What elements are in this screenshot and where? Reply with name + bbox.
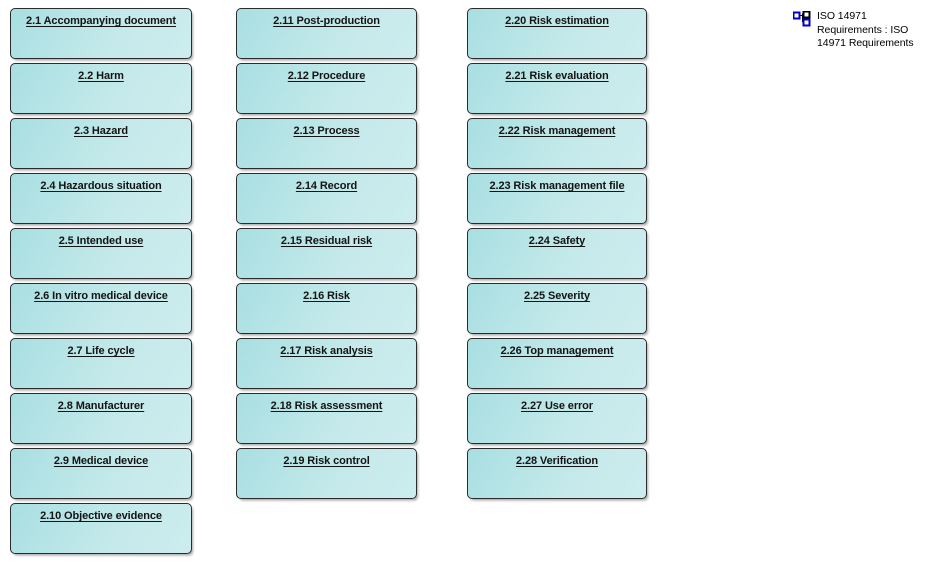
node-label: 2.4 Hazardous situation [40, 180, 162, 192]
node-label: 2.25 Severity [524, 290, 590, 302]
node-box[interactable]: 2.21 Risk evaluation [467, 63, 647, 114]
node-box[interactable]: 2.7 Life cycle [10, 338, 192, 389]
node-label: 2.5 Intended use [58, 235, 144, 247]
node-label: 2.16 Risk [303, 290, 350, 302]
node-label: 2.26 Top management [500, 345, 614, 357]
node-box[interactable]: 2.26 Top management [467, 338, 647, 389]
node-label: 2.11 Post-production [273, 15, 380, 27]
node-label: 2.2 Harm [78, 70, 124, 82]
node-column-1: 2.1 Accompanying document 2.2 Harm 2.3 H… [10, 8, 192, 558]
node-box[interactable]: 2.12 Procedure [236, 63, 417, 114]
node-label: 2.21 Risk evaluation [505, 70, 609, 82]
node-label: 2.6 In vitro medical device [34, 290, 168, 302]
node-box[interactable]: 2.18 Risk assessment [236, 393, 417, 444]
node-box[interactable]: 2.19 Risk control [236, 448, 417, 499]
node-label: 2.10 Objective evidence [40, 510, 162, 522]
package-legend: ISO 14971 Requirements : ISO 14971 Requi… [792, 10, 923, 51]
node-label: 2.18 Risk assessment [270, 400, 383, 412]
node-column-2: 2.11 Post-production 2.12 Procedure 2.13… [236, 8, 417, 503]
node-label: 2.14 Record [295, 180, 358, 192]
node-label: 2.22 Risk management [498, 125, 616, 137]
node-label: 2.17 Risk analysis [280, 345, 373, 357]
node-label: 2.1 Accompanying document [26, 15, 176, 27]
node-label: 2.8 Manufacturer [57, 400, 145, 412]
node-box[interactable]: 2.24 Safety [467, 228, 647, 279]
node-label: 2.3 Hazard [73, 125, 129, 137]
node-label: 2.9 Medical device [53, 455, 149, 467]
node-label: 2.13 Process [293, 125, 360, 137]
package-hierarchy-icon [792, 10, 811, 27]
node-box[interactable]: 2.1 Accompanying document [10, 8, 192, 59]
node-label: 2.28 Verification [515, 455, 599, 467]
node-box[interactable]: 2.14 Record [236, 173, 417, 224]
node-box[interactable]: 2.9 Medical device [10, 448, 192, 499]
node-label: 2.23 Risk management file [489, 180, 625, 192]
node-label: 2.19 Risk control [283, 455, 370, 467]
package-legend-label: ISO 14971 Requirements : ISO 14971 Requi… [817, 10, 914, 49]
node-label: 2.12 Procedure [287, 70, 366, 82]
node-box[interactable]: 2.20 Risk estimation [467, 8, 647, 59]
node-label: 2.15 Residual risk [280, 235, 373, 247]
node-box[interactable]: 2.8 Manufacturer [10, 393, 192, 444]
node-box[interactable]: 2.3 Hazard [10, 118, 192, 169]
node-box[interactable]: 2.4 Hazardous situation [10, 173, 192, 224]
node-box[interactable]: 2.6 In vitro medical device [10, 283, 192, 334]
node-box[interactable]: 2.23 Risk management file [467, 173, 647, 224]
node-box[interactable]: 2.28 Verification [467, 448, 647, 499]
node-label: 2.24 Safety [528, 235, 586, 247]
node-box[interactable]: 2.11 Post-production [236, 8, 417, 59]
node-box[interactable]: 2.10 Objective evidence [10, 503, 192, 554]
node-label: 2.7 Life cycle [67, 345, 135, 357]
node-box[interactable]: 2.15 Residual risk [236, 228, 417, 279]
node-column-3: 2.20 Risk estimation 2.21 Risk evaluatio… [467, 8, 647, 503]
node-box[interactable]: 2.17 Risk analysis [236, 338, 417, 389]
node-box[interactable]: 2.2 Harm [10, 63, 192, 114]
node-box[interactable]: 2.27 Use error [467, 393, 647, 444]
node-box[interactable]: 2.22 Risk management [467, 118, 647, 169]
node-box[interactable]: 2.25 Severity [467, 283, 647, 334]
node-box[interactable]: 2.16 Risk [236, 283, 417, 334]
node-label: 2.27 Use error [521, 400, 593, 412]
node-box[interactable]: 2.13 Process [236, 118, 417, 169]
node-label: 2.20 Risk estimation [505, 15, 609, 27]
node-box[interactable]: 2.5 Intended use [10, 228, 192, 279]
